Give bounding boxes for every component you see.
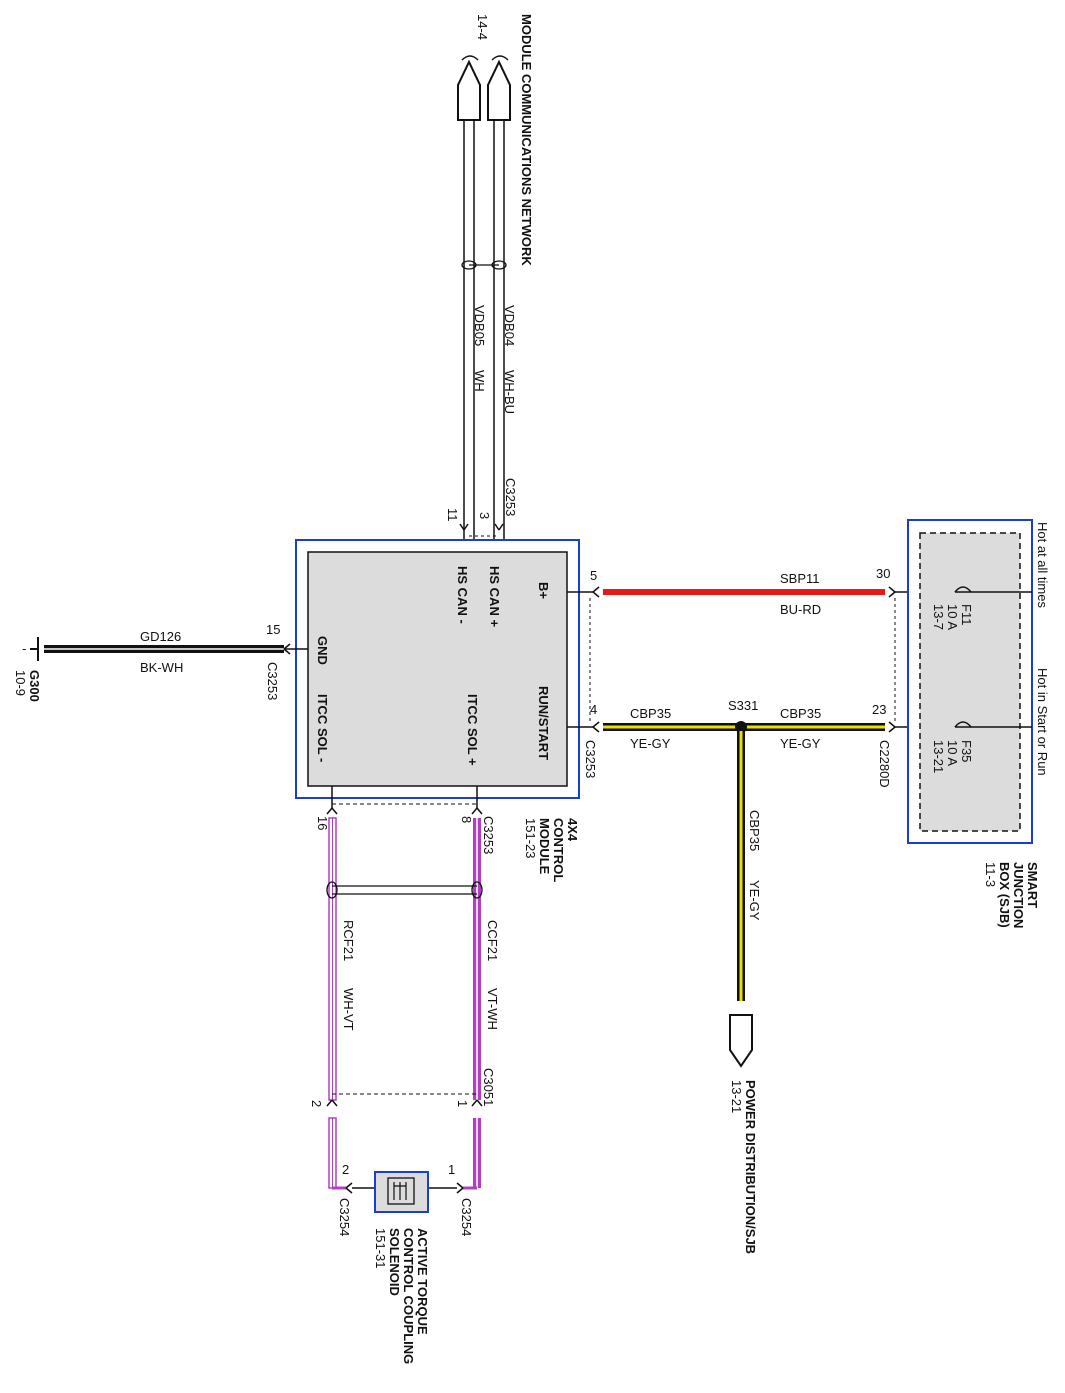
fuse-f11-icon <box>954 586 972 593</box>
network-connector-icon <box>487 59 511 121</box>
fuse-f11-amp: 10 A <box>945 604 960 630</box>
ground-id: G300 <box>27 670 42 702</box>
fuse-f35-name: F35 <box>959 740 974 762</box>
module-label-can-plus: HS CAN + <box>487 566 502 627</box>
c3051-label: C3051 <box>481 1068 496 1106</box>
sjb-name-3: BOX (SJB) <box>997 862 1012 928</box>
c3253-sol-label: C3253 <box>481 816 496 854</box>
solenoid-name-1: ACTIVE TORQUE <box>415 1228 430 1335</box>
pin-5-label: 5 <box>590 568 597 583</box>
network-ref: 14-4 <box>475 14 490 40</box>
wire-ccf21-label: CCF21 <box>485 920 500 961</box>
wire-rcf21-label: RCF21 <box>341 920 356 961</box>
pin-23-label: 23 <box>872 702 886 717</box>
pin-8-label: 8 <box>459 816 474 823</box>
c3253-top-label: C3253 <box>503 478 518 516</box>
wire-vdb04-label: VDB04 <box>502 305 517 346</box>
c2280d-label: C2280D <box>877 740 892 788</box>
fuse-f35-ref: 13-21 <box>931 740 946 773</box>
module-label-can-minus: HS CAN - <box>455 566 470 624</box>
module-name-ref: 151-23 <box>523 818 538 858</box>
sjb-name-1: SMART <box>1025 862 1040 908</box>
power-dist-label: POWER DISTRIBUTION/SJB <box>743 1080 758 1254</box>
network-connector-group: 14-4 MODULE COMMUNICATIONS NETWORK VDB04… <box>445 14 534 540</box>
wire-cbp35-down-color: YE-GY <box>747 880 762 921</box>
pin-11-label: 11 <box>445 508 460 522</box>
module-name-3: MODULE <box>537 818 552 875</box>
ground-wire-color: BK-WH <box>140 660 183 675</box>
solenoid-circuit: 8 16 C3253 CCF21 VT-WH RCF21 WH-VT C3051… <box>309 786 500 1364</box>
module-label-bplus: B+ <box>536 582 551 599</box>
run-start-circuit: 4 C3253 S331 CBP35 YE-GY CBP35 YE-GY 23 … <box>567 598 955 1254</box>
bplus-circuit: 5 SBP11 BU-RD 30 <box>567 566 955 617</box>
module-label-gnd: GND <box>315 636 330 665</box>
solenoid-name-3: SOLENOID <box>387 1228 402 1296</box>
splice-s331 <box>735 721 747 733</box>
network-connector-icon <box>457 59 481 121</box>
pin-30-label: 30 <box>876 566 890 581</box>
c3051-pin-1: 1 <box>455 1100 470 1107</box>
wire-sbp11-label: SBP11 <box>780 571 820 586</box>
wire-cbp35-left-label: CBP35 <box>630 706 671 721</box>
module-label-sol-minus: ITCC SOL - <box>315 694 330 762</box>
wire-vdb04-color: WH-BU <box>502 370 517 414</box>
fuse-f11-ref: 13-7 <box>931 604 946 630</box>
c3254-pin-1: 1 <box>448 1162 455 1177</box>
4x4-control-module: B+ HS CAN + HS CAN - RUN/START GND ITCC … <box>295 539 580 882</box>
network-title: MODULE COMMUNICATIONS NETWORK <box>519 14 534 266</box>
ground-ground-icon: - <box>22 641 26 656</box>
pin-16-label: 16 <box>315 816 330 830</box>
smart-junction-box: F11 10 A 13-7 Hot at all times F35 10 A … <box>907 519 1050 928</box>
module-label-run: RUN/START <box>536 686 551 760</box>
wire-vdb05-label: VDB05 <box>472 305 487 346</box>
power-dist-ref: 13-21 <box>729 1080 744 1113</box>
power-distribution-connector-icon <box>729 1014 753 1068</box>
solenoid-coil-icon <box>393 1182 407 1200</box>
c3253-run-label: C3253 <box>583 740 598 778</box>
solenoid-name-2: CONTROL COUPLING <box>401 1228 416 1364</box>
module-name-2: CONTROL <box>551 818 566 882</box>
fuse-f11-name: F11 <box>959 604 974 625</box>
c3051-pin-2: 2 <box>309 1100 324 1107</box>
c3254-left-label: C3254 <box>337 1198 352 1236</box>
hot-all-times: Hot at all times <box>1035 522 1050 608</box>
c3253-gnd-label: C3253 <box>265 662 280 700</box>
fuse-f35-amp: 10 A <box>945 740 960 766</box>
ground-wire-label: GD126 <box>140 629 181 644</box>
sjb-name-ref: 11-3 <box>983 862 998 887</box>
pin-15-label: 15 <box>266 622 280 637</box>
wire-ccf21-color: VT-WH <box>485 988 500 1030</box>
wire-vdb05-color: WH <box>472 370 487 392</box>
wire-cbp35-right-color: YE-GY <box>780 736 821 751</box>
pin-4-label: 4 <box>590 702 597 717</box>
wire-cbp35-down-label: CBP35 <box>747 810 762 851</box>
sjb-name-2: JUNCTION <box>1011 862 1026 928</box>
module-label-sol-plus: ITCC SOL + <box>465 694 480 766</box>
ground-ref: 10-9 <box>13 670 28 696</box>
solenoid-ref: 151-31 <box>373 1228 388 1268</box>
wire-sbp11-color: BU-RD <box>780 602 821 617</box>
fuse-f35-icon <box>954 721 972 728</box>
solenoid-component <box>374 1171 429 1213</box>
c3254-pin-2: 2 <box>342 1162 349 1177</box>
pin-3-label: 3 <box>477 512 492 519</box>
wire-rcf21-color: WH-VT <box>341 988 356 1031</box>
ground-circuit: - G300 10-9 GD126 BK-WH 15 C3253 <box>13 622 308 702</box>
wire-cbp35-left-color: YE-GY <box>630 736 671 751</box>
hot-start-run: Hot in Start or Run <box>1035 668 1050 776</box>
wire-cbp35-right-label: CBP35 <box>780 706 821 721</box>
splice-label: S331 <box>728 698 758 713</box>
module-name-1: 4X4 <box>565 818 580 842</box>
c3254-right-label: C3254 <box>459 1198 474 1236</box>
